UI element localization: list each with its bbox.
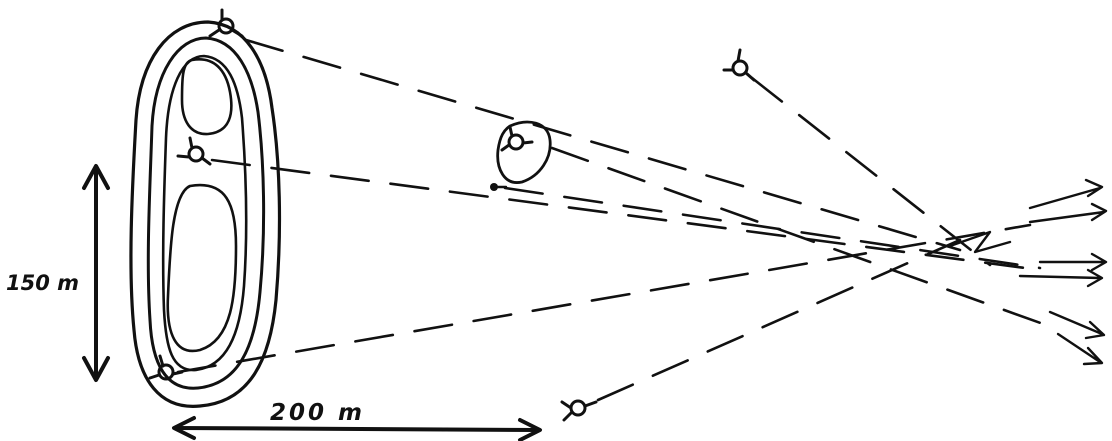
plant-symbol (560, 399, 598, 422)
plant-symbol (148, 354, 184, 381)
sight-line (176, 223, 1032, 374)
island-upper-depression (180, 58, 233, 136)
arrow-icon (1038, 252, 1108, 272)
sight-line (244, 38, 962, 252)
island-outer-contour (129, 20, 282, 408)
arrow-icon (1056, 332, 1104, 366)
sight-line (750, 76, 992, 267)
vertical-dimension-arrow (82, 164, 110, 382)
sight-line (503, 186, 1042, 270)
marker-dot (490, 183, 508, 191)
plant-symbol (208, 8, 244, 38)
island-lower-depression (166, 183, 238, 353)
large-island (129, 20, 282, 408)
arrow-icon (1018, 268, 1104, 288)
plant-symbol (500, 125, 534, 152)
horizontal-dimension-arrow (172, 416, 542, 441)
vertical-dimension-label: 150 m (6, 271, 79, 295)
direction-arrows (948, 178, 1108, 366)
arrow-icon (1028, 202, 1108, 224)
plant-symbol (722, 48, 756, 82)
arrow-icon (1048, 310, 1106, 340)
sight-line (210, 158, 1042, 272)
horizontal-dimension-label: 200 m (270, 400, 365, 426)
arrow-icon (948, 230, 1012, 254)
island-middle-contour (146, 36, 266, 390)
sight-line (596, 238, 962, 402)
plant-symbol (176, 136, 212, 166)
arrow-icon (1028, 178, 1104, 210)
small-islet (496, 120, 552, 184)
sight-lines (176, 38, 1062, 402)
plant-symbols (148, 8, 756, 422)
sight-line (550, 146, 1062, 332)
